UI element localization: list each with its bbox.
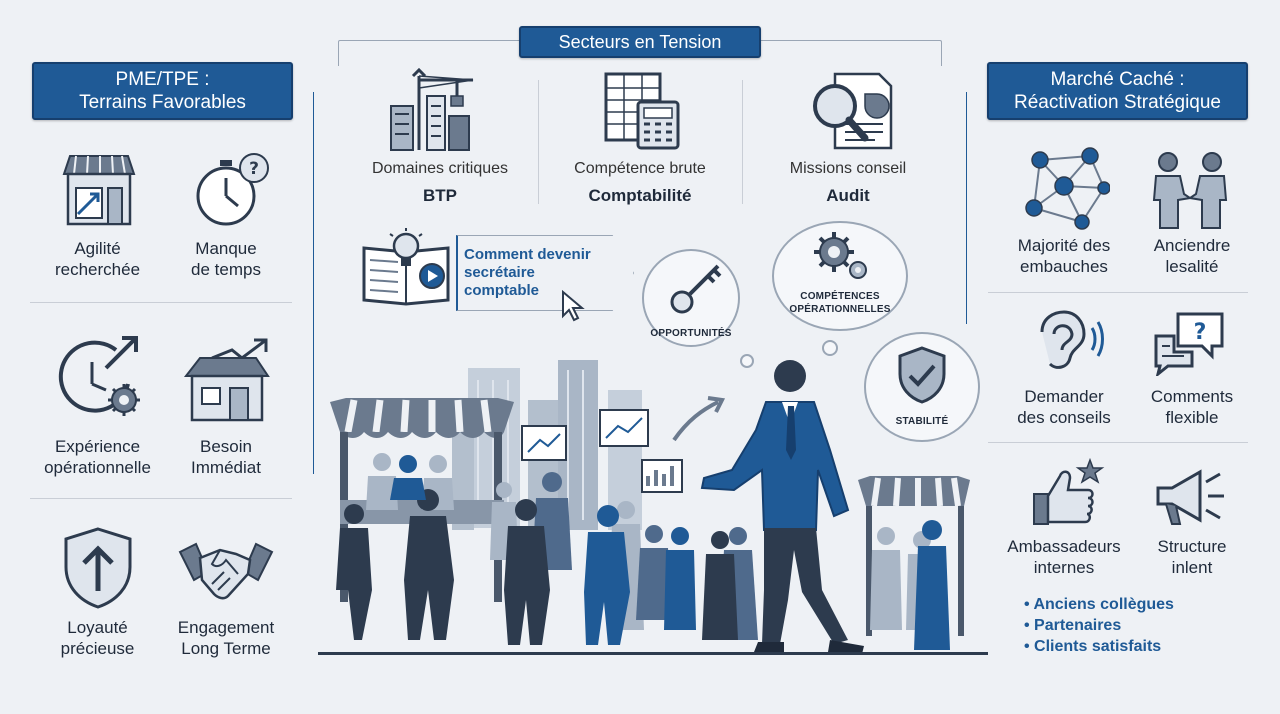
right-item-label-5: Ambassadeurs internes xyxy=(1007,537,1121,577)
bubble-label-stability: STABILITÉ xyxy=(895,416,949,427)
right-header: Marché Caché : Réactivation Stratégique xyxy=(987,62,1248,120)
left-item-label-1: Agilité recherchée xyxy=(54,239,141,279)
left-divider-1 xyxy=(30,302,292,303)
sector-value-1: BTP xyxy=(423,186,457,205)
svg-text:?: ? xyxy=(1194,320,1207,345)
thought-dot-2 xyxy=(822,340,838,356)
gears-icon xyxy=(812,230,870,282)
left-item-label-4: Besoin Immédiat xyxy=(191,437,261,477)
network-icon xyxy=(1020,146,1110,230)
center-header: Secteurs en Tension xyxy=(519,26,761,58)
bullet-item-1: • Anciens collègues xyxy=(1024,596,1174,613)
bullet-item-3: • Clients satisfaits xyxy=(1024,638,1162,655)
book-lightbulb-icon xyxy=(360,226,452,306)
bubble-label-skills: COMPÉTENCES OPÉRATIONNELLES xyxy=(789,291,891,315)
calculator-sheet-icon xyxy=(602,72,682,150)
right-divider-2 xyxy=(988,442,1248,443)
gauge-gear-icon xyxy=(50,328,146,424)
sector-title-2: Compétence brute xyxy=(574,160,706,177)
left-divider-vertical xyxy=(313,92,314,474)
chat-question-icon: ? xyxy=(1152,310,1226,376)
bullet-text-3: Clients satisfaits xyxy=(1034,638,1162,655)
crane-buildings-icon xyxy=(385,66,477,152)
sector-title-3: Missions conseil xyxy=(789,160,907,177)
thumbs-up-star-icon xyxy=(1030,458,1106,528)
bullet-text-1: Anciens collègues xyxy=(1033,596,1174,613)
left-item-label-6: Engagement Long Terme xyxy=(177,618,275,658)
right-divider-vertical xyxy=(966,92,967,324)
callout-box[interactable] xyxy=(456,235,634,311)
svg-text:?: ? xyxy=(249,159,259,179)
left-item-label-3: Expérience opérationnelle xyxy=(44,437,151,477)
right-item-label-3: Demander des conseils xyxy=(1017,387,1111,427)
right-item-label-6: Structure inlent xyxy=(1157,537,1227,577)
store-growth-icon xyxy=(182,336,274,424)
people-handshake-icon xyxy=(1150,150,1230,230)
left-header: PME/TPE : Terrains Favorables xyxy=(32,62,293,120)
ear-icon xyxy=(1034,310,1106,372)
sector-value-3: Audit xyxy=(826,186,870,205)
magnifier-report-icon xyxy=(805,70,895,152)
shield-check-icon xyxy=(896,346,948,404)
key-icon xyxy=(668,262,724,316)
right-item-label-4: Comments flexible xyxy=(1150,387,1234,427)
shield-arrow-icon xyxy=(60,525,136,611)
bullet-item-2: • Partenaires xyxy=(1024,617,1122,634)
thought-dot-1 xyxy=(740,354,754,368)
left-item-label-2: Manque de temps xyxy=(191,239,261,279)
cursor-icon xyxy=(560,290,586,322)
left-divider-2 xyxy=(30,498,292,499)
left-item-label-5: Loyauté précieuse xyxy=(60,618,135,658)
shop-icon xyxy=(58,152,140,228)
right-item-label-2: Anciendre lesalité xyxy=(1153,236,1231,276)
right-divider-1 xyxy=(988,292,1248,293)
sector-divider-1 xyxy=(538,80,539,204)
sector-value-2: Comptabilité xyxy=(588,186,692,205)
right-item-label-1: Majorité des embauches xyxy=(1017,236,1111,276)
handshake-icon xyxy=(178,538,274,604)
sector-title-1: Domaines critiques xyxy=(371,160,509,177)
bullet-text-2: Partenaires xyxy=(1034,617,1122,634)
bubble-label-opportunities: OPPORTUNITÉS xyxy=(650,328,732,339)
market-scene xyxy=(318,340,988,660)
stopwatch-question-icon: ? xyxy=(192,150,274,230)
sector-divider-2 xyxy=(742,80,743,204)
megaphone-icon xyxy=(1152,466,1228,528)
callout-text[interactable]: Comment devenir secrétaire comptable xyxy=(464,246,591,299)
